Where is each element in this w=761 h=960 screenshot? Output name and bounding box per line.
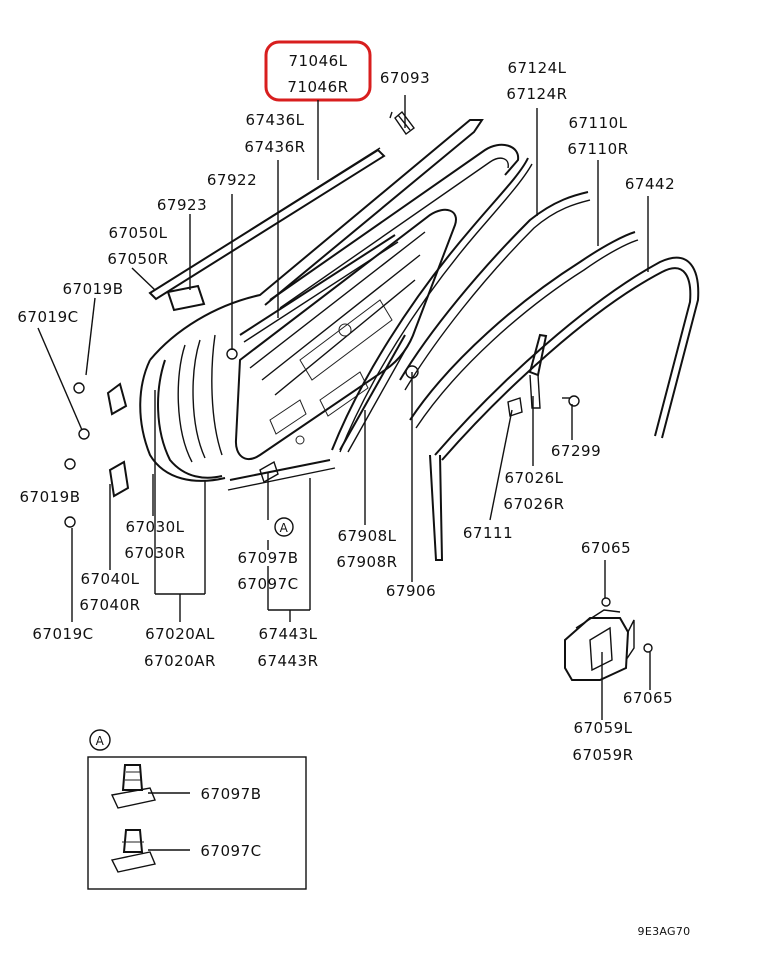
label-67442: 67442: [625, 175, 675, 193]
drawing-code: 9E3AG70: [638, 925, 691, 938]
label-67020AR: 67020AR: [144, 652, 216, 670]
label-67436R: 67436R: [244, 138, 305, 156]
part-labels: 71046L 71046R 67093 67124L 67124R 67436L…: [17, 52, 690, 938]
label-67443R: 67443R: [257, 652, 318, 670]
label-67110L: 67110L: [568, 114, 627, 132]
label-71046L: 71046L: [288, 52, 347, 70]
label-67443L: 67443L: [258, 625, 317, 643]
label-67065-upper: 67065: [581, 539, 631, 557]
inset-label-67097B: 67097B: [200, 785, 261, 803]
door-shell: [139, 119, 520, 491]
inset-label-67097C: 67097C: [200, 842, 261, 860]
label-67030R: 67030R: [124, 544, 185, 562]
label-67299: 67299: [551, 442, 601, 460]
label-67050R: 67050R: [107, 250, 168, 268]
label-67906: 67906: [386, 582, 436, 600]
label-67436L: 67436L: [245, 111, 304, 129]
belt-molding: [148, 147, 399, 343]
label-67040R: 67040R: [79, 596, 140, 614]
inset-reference-circle-a: [89, 729, 111, 751]
label-67019B-lower: 67019B: [19, 488, 80, 506]
label-67097C-upper: 67097C: [237, 575, 298, 593]
inset-reference-a-label: A: [96, 734, 105, 748]
label-71046R: 71046R: [287, 78, 348, 96]
label-67026L: 67026L: [504, 469, 563, 487]
label-67093: 67093: [380, 69, 430, 87]
clip-detail-inset: [87, 756, 307, 890]
label-67922: 67922: [207, 171, 257, 189]
label-67065-lower: 67065: [623, 689, 673, 707]
small-parts: [64, 110, 653, 681]
label-67019C-upper: 67019C: [17, 308, 78, 326]
label-67026R: 67026R: [503, 495, 564, 513]
reference-circle-a: [274, 517, 294, 537]
label-67019C-lower: 67019C: [32, 625, 93, 643]
label-67030L: 67030L: [125, 518, 184, 536]
label-67111: 67111: [463, 524, 513, 542]
label-67059R: 67059R: [572, 746, 633, 764]
label-67019B-upper: 67019B: [62, 280, 123, 298]
reference-a-label: A: [280, 521, 289, 535]
label-67097B-upper: 67097B: [237, 549, 298, 567]
label-67059L: 67059L: [573, 719, 632, 737]
label-67908R: 67908R: [336, 553, 397, 571]
label-67124L: 67124L: [507, 59, 566, 77]
label-67908L: 67908L: [337, 527, 396, 545]
reference-markers: A A: [89, 517, 294, 751]
label-67050L: 67050L: [108, 224, 167, 242]
glass-run-channels: [331, 157, 700, 561]
label-67040L: 67040L: [80, 570, 139, 588]
label-67110R: 67110R: [567, 140, 628, 158]
label-67124R: 67124R: [506, 85, 567, 103]
label-67923: 67923: [157, 196, 207, 214]
label-67020AL: 67020AL: [145, 625, 215, 643]
